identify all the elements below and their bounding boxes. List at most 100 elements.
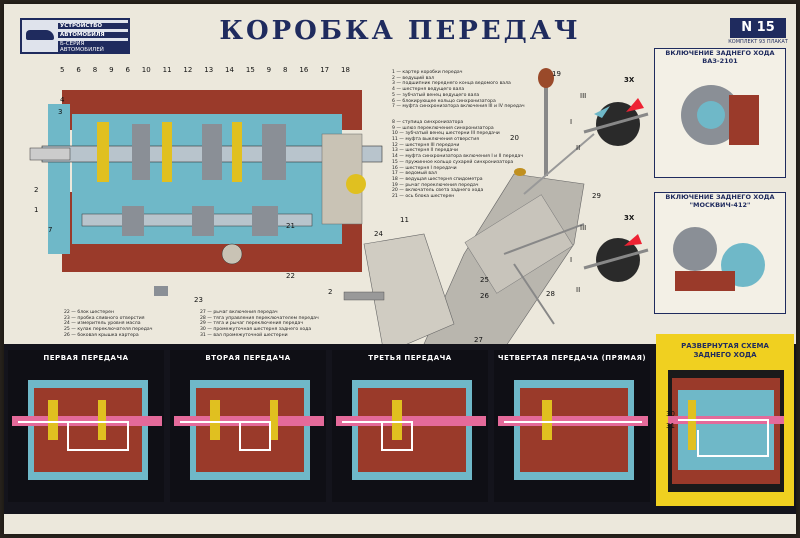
gearbox-exterior-drawing [343, 68, 595, 344]
poster: УСТРОЙСТВО АВТОМОБИЛЯ Б-СЕРИЯ АВТОМОБИЛЕ… [4, 4, 796, 534]
callout-3: 3 [58, 108, 63, 116]
legend-item: 5 — зубчатый венец ведущего вала [392, 92, 480, 98]
callout-13: 13 [204, 66, 214, 74]
shift-g1-top: I [570, 118, 573, 126]
callout-19: 19 [552, 70, 561, 78]
legend-item: 30 — промежуточная шестерня заднего хода [200, 327, 312, 333]
callout-8b: 8 [283, 66, 288, 74]
third-gear-diagram [336, 380, 486, 480]
legend-item: 15 — пружинное кольцо сухарей синхрониза… [392, 159, 514, 165]
reverse-vaz-title: ВКЛЮЧЕНИЕ ЗАДНЕГО ХОДА [665, 49, 775, 57]
legend-item: 21 — ось блока шестерен [392, 194, 455, 200]
callout-21: 21 [286, 222, 295, 230]
reverse-vaz-drawing [681, 85, 759, 145]
panel-second-gear: ВТОРАЯ ПЕРЕДАЧА [170, 350, 326, 502]
section-callouts-top: 5 6 8 9 6 10 11 12 13 14 15 9 8 16 17 18 [60, 66, 350, 74]
reverse-moskvich-drawing [673, 227, 765, 291]
callout-9: 9 [109, 66, 114, 74]
callout-23: 23 [194, 296, 203, 304]
callout-5: 5 [60, 66, 65, 74]
legend-item: 8 — ступица синхронизатора [392, 119, 464, 125]
reverse-scheme-title: РАЗВЕРНУТАЯ СХЕМА ЗАДНЕГО ХОДА [656, 342, 794, 360]
legend-item: 22 — блок шестерен [64, 310, 114, 315]
callout-1: 1 [34, 206, 39, 214]
legend-item: 12 — шестерня III передачи [392, 142, 460, 148]
second-gear-diagram [174, 380, 324, 480]
parts-legend-middle: 27 — рычаг включения передач 28 — тяга у… [200, 310, 350, 339]
series-logo: УСТРОЙСТВО АВТОМОБИЛЯ Б-СЕРИЯ АВТОМОБИЛЕ… [20, 18, 130, 54]
legend-item: 27 — рычаг включения передач [200, 310, 278, 315]
legend-item: 2 — ведущий вал [392, 75, 435, 81]
legend-item: 13 — шестерня II передачи [392, 148, 458, 154]
reverse-scheme-box: РАЗВЕРНУТАЯ СХЕМА ЗАДНЕГО ХОДА 30 31 [656, 334, 794, 506]
callout-8: 8 [92, 66, 98, 74]
legend-item: 9 — шлюз переключения синхронизатора [392, 125, 494, 131]
reverse-box-moskvich: ВКЛЮЧЕНИЕ ЗАДНЕГО ХОДА "МОСКВИЧ-412" [654, 192, 786, 314]
callout-31: 31 [666, 422, 675, 430]
shift-g3-mid: III [580, 224, 587, 232]
legend-item: 17 — ведомый вал [392, 171, 437, 177]
callout-30: 30 [666, 410, 675, 418]
legend-item: 28 — тяга управления переключателем пере… [200, 315, 319, 321]
shift-g3-top: III [580, 92, 587, 100]
callout-28: 28 [546, 290, 555, 298]
legend-item: 24 — измеритель уровня масла [64, 321, 141, 327]
callout-29: 29 [592, 192, 601, 200]
callout-10: 10 [141, 66, 151, 74]
callout-2b: 2 [328, 288, 333, 296]
reverse-moskvich-title: ВКЛЮЧЕНИЕ ЗАДНЕГО ХОДА [665, 193, 775, 201]
legend-item: 6 — блокирующее кольцо синхронизатора [392, 98, 496, 104]
legend-item: 3 — подшипник переднего конца ведомого в… [392, 81, 511, 87]
fourth-gear-diagram [498, 380, 648, 480]
parts-legend-right: 1 — картер коробки передач 2 — ведущий в… [392, 70, 542, 200]
callout-15: 15 [245, 66, 255, 74]
panel-label: ПЕРВАЯ ПЕРЕДАЧА [43, 354, 129, 362]
callout-4: 4 [60, 96, 65, 104]
series-line-1: УСТРОЙСТВО [58, 23, 130, 29]
shift-g2-top: II [576, 144, 581, 152]
car-icon [26, 30, 54, 40]
panel-label: ВТОРАЯ ПЕРЕДАЧА [205, 354, 291, 362]
series-line-3: Б-СЕРИЯ АВТОМОБИЛЕЙ [58, 41, 130, 53]
callout-20: 20 [510, 134, 519, 142]
legend-item: 25 — кулак переключателя передач [64, 327, 153, 333]
series-line-2: АВТОМОБИЛЯ [58, 32, 130, 38]
panel-label: ТРЕТЬЯ ПЕРЕДАЧА [368, 354, 452, 362]
callout-18: 18 [341, 66, 350, 74]
legend-item: 16 — шестерня I передачи [392, 165, 457, 171]
callout-2: 2 [34, 186, 39, 194]
reverse-vaz-model: ВАЗ-2101 [702, 57, 738, 65]
shift-3x-top: 3Х [624, 76, 635, 84]
callout-17: 17 [320, 66, 330, 74]
legend-item: 7 — муфта синхронизатора включения III и… [392, 104, 525, 110]
gear-panels-strip: ПЕРВАЯ ПЕРЕДАЧА ВТОРАЯ ПЕРЕДАЧА [4, 334, 796, 514]
callout-14: 14 [225, 66, 234, 74]
legend-item: 10 — зубчатый венец шестерни III передач… [392, 131, 500, 137]
callout-9b: 9 [266, 66, 272, 74]
callout-26: 26 [480, 292, 489, 300]
legend-item: 31 — вал промежуточной шестерни [200, 332, 288, 338]
callout-27: 27 [474, 336, 483, 344]
panel-third-gear: ТРЕТЬЯ ПЕРЕДАЧА [332, 350, 488, 502]
legend-item: 18 — ведущая шестерня спидометра [392, 176, 483, 182]
legend-item: 14 — муфта синхронизатора включения I и … [392, 154, 524, 160]
legend-item: 20 — включатель света заднего хода [392, 188, 484, 194]
reverse-box-vaz: ВКЛЮЧЕНИЕ ЗАДНЕГО ХОДА ВАЗ-2101 [654, 48, 786, 178]
shift-3x-mid: 3Х [624, 214, 635, 222]
shift-pattern-vaz [583, 98, 649, 146]
legend-item: 29 — тяга и рычаг переключения передач [200, 321, 304, 327]
panel-first-gear: ПЕРВАЯ ПЕРЕДАЧА [8, 350, 164, 502]
legend-item: 11 — муфта выключения отверстия [392, 137, 479, 143]
legend-item: 26 — боковая крышка картера [64, 332, 139, 338]
parts-legend-left: 22 — блок шестерен 23 — пробка сливного … [64, 310, 184, 339]
panel-label: ЧЕТВЕРТАЯ ПЕРЕДАЧА (ПРЯМАЯ) [497, 354, 647, 362]
callout-11b: 11 [400, 216, 409, 224]
poster-number-badge: N 15 [730, 18, 786, 38]
callout-25: 25 [480, 276, 489, 284]
callout-7: 7 [48, 226, 53, 234]
page-title: КОРОБКА ПЕРЕДАЧ [219, 16, 581, 46]
shift-pattern-moskvich [583, 234, 649, 282]
legend-item: 19 — рычаг переключения передач [392, 182, 479, 188]
callout-24: 24 [374, 230, 383, 238]
callout-12: 12 [183, 66, 193, 74]
